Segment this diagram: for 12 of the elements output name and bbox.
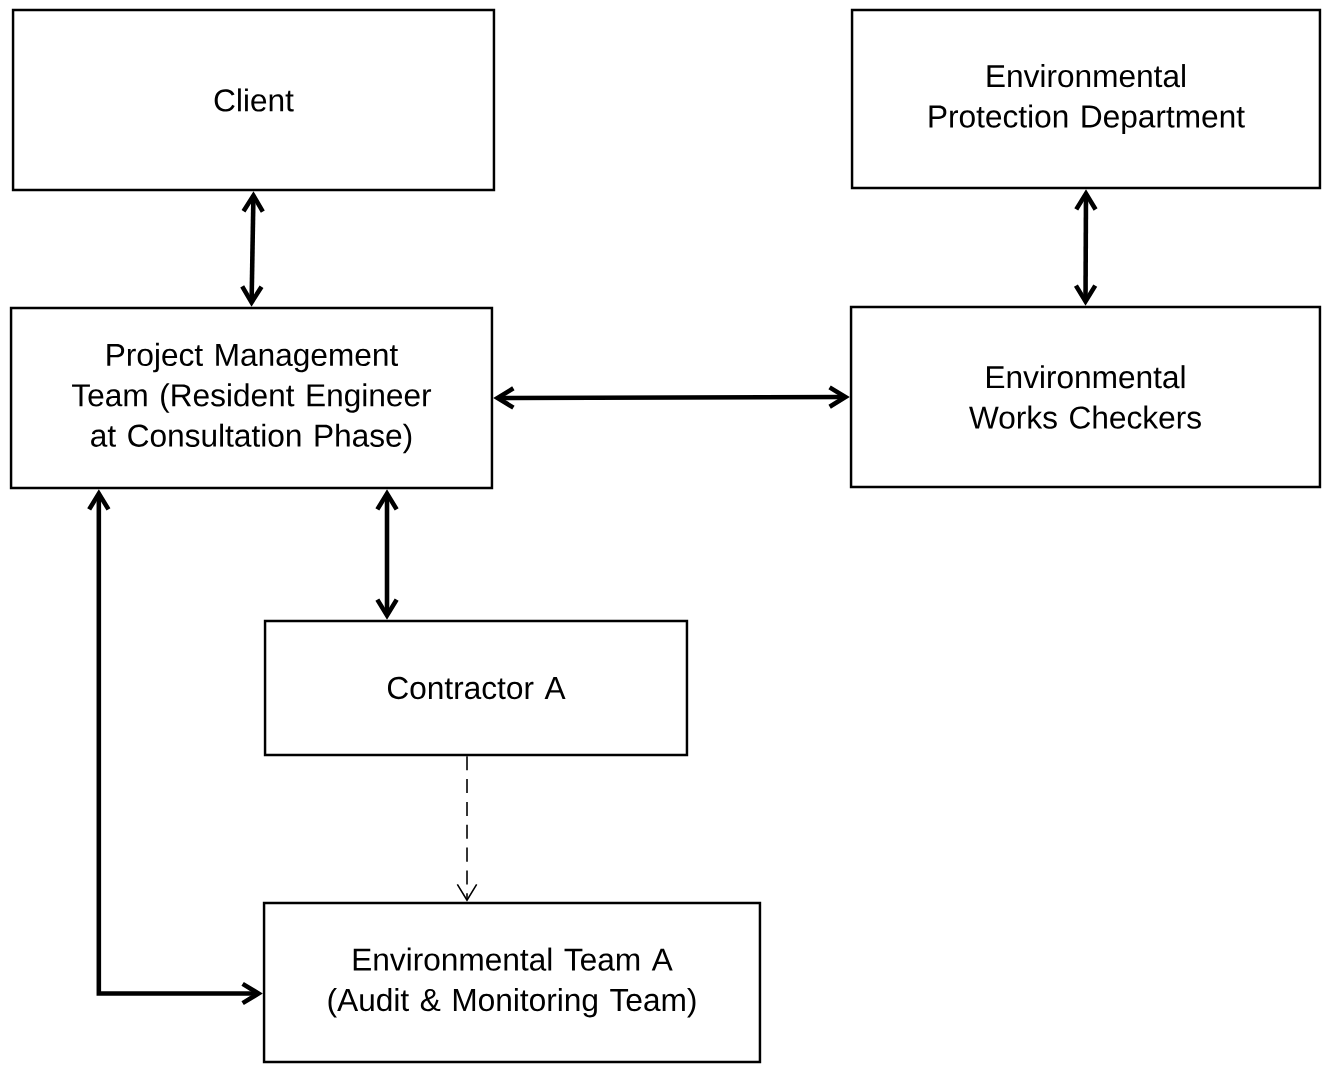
arrow bbox=[240, 191, 265, 307]
process-box: Environmental Protection Department bbox=[850, 8, 1322, 190]
process-box: Environmental Works Checkers bbox=[849, 305, 1322, 489]
process-box: Project Management Team (Resident Engineer at Consultation Phase) bbox=[9, 306, 494, 490]
arrow bbox=[87, 489, 263, 1006]
process-box: Client bbox=[11, 8, 496, 192]
arrow bbox=[456, 755, 478, 902]
arrow bbox=[375, 489, 399, 620]
process-box: Environmental Team A (Audit & Monitoring Team) bbox=[262, 901, 762, 1064]
process-box: Contractor A bbox=[263, 619, 689, 757]
arrow bbox=[493, 385, 850, 410]
arrow bbox=[1073, 189, 1098, 306]
